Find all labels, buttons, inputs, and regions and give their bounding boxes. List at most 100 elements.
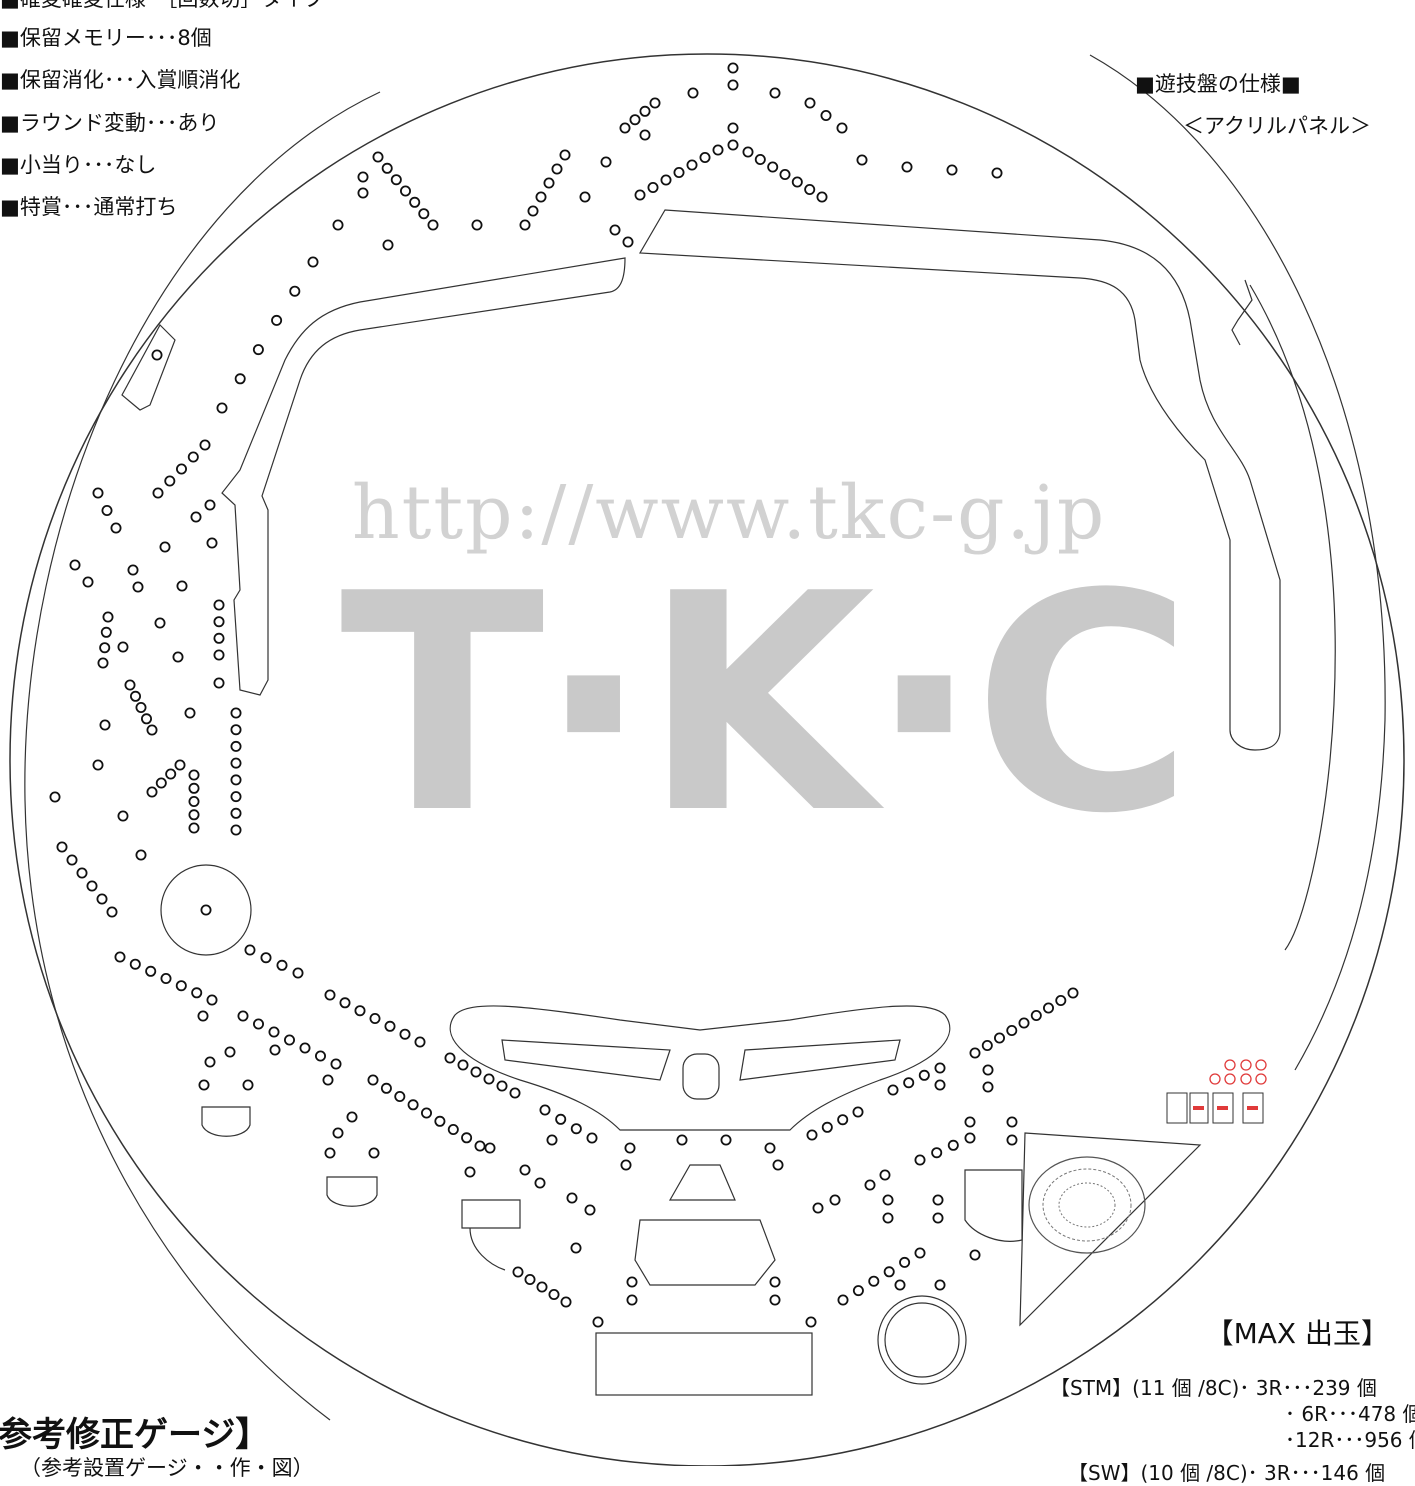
nail: [230, 791, 242, 803]
nail: [188, 769, 200, 781]
nail: [820, 110, 832, 122]
nail: [49, 791, 61, 803]
nail: [464, 1166, 476, 1178]
spec-hold-memory: ■保留メモリー･･･8個: [0, 26, 212, 50]
bottom-right-ring-inner: [884, 1302, 960, 1378]
nail: [110, 522, 122, 534]
nail: [427, 219, 439, 231]
nail: [224, 1046, 236, 1058]
nail: [204, 1056, 216, 1068]
nail: [99, 719, 111, 731]
nail: [519, 1164, 531, 1176]
nail: [1030, 1010, 1042, 1022]
watermark-url: http://www.tkc-g.jp: [352, 470, 1107, 556]
nail: [687, 87, 699, 99]
nail: [982, 1064, 994, 1076]
nail: [206, 994, 218, 1006]
nail: [964, 1132, 976, 1144]
nail: [154, 617, 166, 629]
payout-line-stm-3r: 【STM】(11 個 /8C)･ 3R･･･239 個: [1050, 1376, 1377, 1400]
nail: [159, 541, 171, 553]
nail: [901, 161, 913, 173]
nail: [812, 1202, 824, 1214]
nail: [727, 79, 739, 91]
nail: [934, 1279, 946, 1291]
left-pocket-1: [201, 1106, 251, 1137]
nail: [369, 1013, 381, 1025]
nail: [821, 1121, 833, 1133]
nail: [969, 1047, 981, 1059]
nail: [543, 177, 555, 189]
nail: [292, 967, 304, 979]
nail: [216, 402, 228, 414]
nail: [791, 176, 803, 188]
nail: [160, 973, 172, 985]
nail: [307, 256, 319, 268]
nail: [932, 1194, 944, 1206]
nail: [213, 616, 225, 628]
nail: [101, 504, 113, 516]
nail: [496, 1080, 508, 1092]
attacker-right-wing: [739, 1039, 901, 1081]
nail: [114, 951, 126, 963]
attacker-left-wing: [501, 1039, 671, 1081]
left-guide-rail: [24, 91, 381, 1421]
left-tulip: [461, 1199, 521, 1271]
nail: [620, 1159, 632, 1171]
nail: [357, 171, 369, 183]
nail: [931, 1147, 943, 1159]
nail: [145, 965, 157, 977]
nail: [390, 174, 402, 186]
nail: [135, 849, 147, 861]
nail: [772, 1159, 784, 1171]
nail: [324, 989, 336, 1001]
nail: [879, 1169, 891, 1181]
nail: [527, 205, 539, 217]
nail: [647, 181, 659, 193]
nail: [346, 1111, 358, 1123]
nail: [230, 824, 242, 836]
payout-line-stm-6r: ･ 6R･･･478 個: [1285, 1402, 1415, 1426]
right-bracket: [1231, 279, 1253, 346]
nail: [100, 626, 112, 638]
nail: [524, 1274, 536, 1286]
nail: [368, 1147, 380, 1159]
nail: [559, 149, 571, 161]
nail: [1006, 1134, 1018, 1146]
nail: [330, 1058, 342, 1070]
nail: [994, 1032, 1006, 1044]
nail: [86, 880, 98, 892]
nail: [124, 679, 136, 691]
nail: [566, 1192, 578, 1204]
nail: [357, 187, 369, 199]
nail: [190, 511, 202, 523]
nail: [188, 782, 200, 794]
nail: [471, 219, 483, 231]
nail: [592, 1316, 604, 1328]
nail: [1006, 1025, 1018, 1037]
nail: [230, 707, 242, 719]
nail: [769, 1276, 781, 1288]
out-hole-box: [595, 1332, 813, 1396]
right-guide-rail: [1089, 54, 1386, 1071]
nail: [268, 1026, 280, 1038]
nail: [536, 1281, 548, 1293]
nail: [324, 1147, 336, 1159]
max-payout-title: 【MAX 出玉】: [1205, 1317, 1389, 1350]
nail: [837, 1294, 849, 1306]
nail: [712, 144, 724, 156]
nail: [151, 349, 163, 361]
nail: [97, 657, 109, 669]
nail: [918, 1069, 930, 1081]
nail: [856, 154, 868, 166]
nail: [882, 1194, 894, 1206]
nail: [152, 487, 164, 499]
nail: [806, 1129, 818, 1141]
nail: [92, 759, 104, 771]
nail: [174, 759, 186, 771]
nail: [188, 809, 200, 821]
nail: [673, 166, 685, 178]
nail: [382, 239, 394, 251]
nail: [1006, 1116, 1018, 1128]
right-gate: [964, 1169, 1023, 1242]
